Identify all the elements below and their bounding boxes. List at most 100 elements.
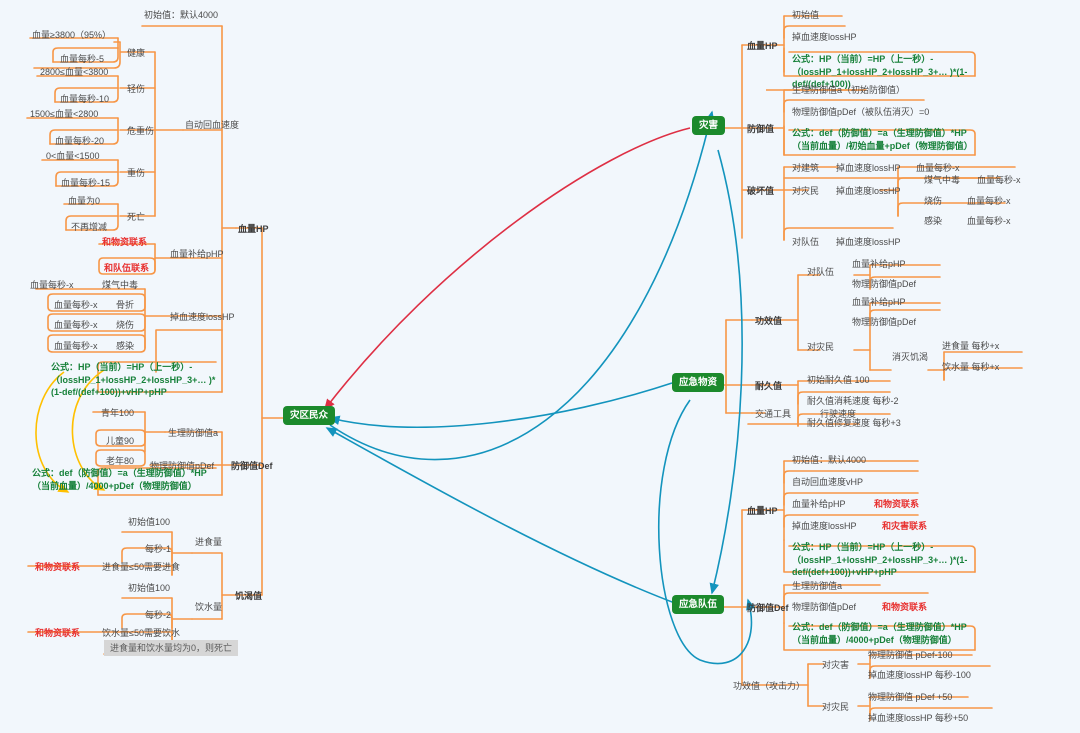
disaster-damage-sub-burn[interactable]: 烧伤 xyxy=(924,196,943,206)
team-hp-php[interactable]: 血量补给pHP xyxy=(792,499,846,509)
losshp-item-infection-rate[interactable]: 血量每秒-x xyxy=(54,341,98,351)
disaster-damage-building-rate[interactable]: 血量每秒-x xyxy=(916,163,960,173)
disaster-damage-sub-gas-rate[interactable]: 血量每秒-x xyxy=(977,175,1021,185)
disaster-damage-building-effect[interactable]: 掉血速度lossHP xyxy=(836,163,901,173)
team-hp-losshp[interactable]: 掉血速度lossHP xyxy=(792,521,857,531)
disaster-def-pdef[interactable]: 物理防御值pDef（被队伍消灭）=0 xyxy=(792,107,930,117)
hunger-water-link[interactable]: 和物资联系 xyxy=(35,628,81,638)
losshp-item-fracture[interactable]: 骨折 xyxy=(116,300,135,310)
def-age-youth[interactable]: 青年100 xyxy=(101,408,135,418)
team-power-disaster-pdef[interactable]: 物理防御值 pDef-100 xyxy=(868,650,953,660)
hp-regen-label[interactable]: 自动回血速度 xyxy=(185,120,240,130)
team-power-label[interactable]: 功效值（攻击力） xyxy=(733,681,806,691)
supplies-effect-victims-php[interactable]: 血量补给pHP xyxy=(852,297,906,307)
hp-state-light-cond[interactable]: 2800≤血量<3800 xyxy=(40,67,109,77)
hp-state-severe-rate[interactable]: 血量每秒-15 xyxy=(61,178,111,188)
supplies-hunger-food[interactable]: 进食量 每秒+x xyxy=(942,341,1000,351)
def-pdef-label[interactable]: 物理防御值pDef xyxy=(150,461,215,471)
disaster-def-formula[interactable]: 公式：def（防御值）=a（生理防御值）*HP（当前血量）/初始血量+pDef（… xyxy=(792,128,973,151)
disaster-damage-victims-effect[interactable]: 掉血速度lossHP xyxy=(836,186,901,196)
disaster-damage-team-effect[interactable]: 掉血速度lossHP xyxy=(836,237,901,247)
hp-state-severe[interactable]: 重伤 xyxy=(127,168,146,178)
disaster-damage-victims-target[interactable]: 对灾民 xyxy=(792,186,820,196)
supplies-hunger-water[interactable]: 饮水量 每秒+x xyxy=(942,362,1000,372)
left-branch-hunger-label[interactable]: 饥渴值 xyxy=(235,591,263,601)
team-power-disaster-target[interactable]: 对灾害 xyxy=(822,660,850,670)
supplies-vehicle-speed[interactable]: 行驶速度 xyxy=(820,409,857,419)
team-def-a[interactable]: 生理防御值a xyxy=(792,581,843,591)
supplies-effect-victims-pdef[interactable]: 物理防御值pDef xyxy=(852,317,917,327)
supplies-vehicle-label[interactable]: 交通工具 xyxy=(755,409,792,419)
supplies-hunger-label[interactable]: 消灭饥渴 xyxy=(892,352,929,362)
def-formula[interactable]: 公式：def（防御值）=a（生理防御值）*HP（当前血量）/4000+pDef（… xyxy=(32,468,207,491)
team-power-victims-losshp[interactable]: 掉血速度lossHP 每秒+50 xyxy=(868,713,969,723)
disaster-damage-sub-gas[interactable]: 煤气中毒 xyxy=(924,175,961,185)
supplies-durability-label[interactable]: 耐久值 xyxy=(755,381,783,391)
hp-initial-value[interactable]: 初始值：默认4000 xyxy=(144,10,219,20)
hunger-food-threshold[interactable]: 进食量≤50需要进食 xyxy=(102,562,180,572)
supplies-effect-team-pdef[interactable]: 物理防御值pDef xyxy=(852,279,917,289)
hunger-water-threshold[interactable]: 饮水量≤50需要饮水 xyxy=(102,628,180,638)
hp-state-healthy-rate[interactable]: 血量每秒-5 xyxy=(60,54,105,64)
hp-state-dead-cond[interactable]: 血量为0 xyxy=(68,196,101,206)
supplies-durability-consume[interactable]: 耐久值消耗速度 每秒-2 xyxy=(807,396,899,406)
hp-state-healthy[interactable]: 健康 xyxy=(127,48,146,58)
supplies-durability-repair[interactable]: 耐久值修复速度 每秒+3 xyxy=(807,418,901,428)
team-hp-php-link[interactable]: 和物资联系 xyxy=(874,499,920,509)
hp-php-label[interactable]: 血量补给pHP xyxy=(170,249,224,259)
losshp-item-fracture-rate[interactable]: 血量每秒-x xyxy=(54,300,98,310)
supplies-effect-victims-target[interactable]: 对灾民 xyxy=(807,342,835,352)
hp-state-dead-rate[interactable]: 不再增减 xyxy=(71,222,108,232)
team-power-victims-target[interactable]: 对灾民 xyxy=(822,702,850,712)
hp-state-critical-cond[interactable]: 1500≤血量<2800 xyxy=(30,109,99,119)
team-def-pdef[interactable]: 物理防御值pDef xyxy=(792,602,857,612)
hunger-water-initial[interactable]: 初始值100 xyxy=(128,583,171,593)
hunger-food-link[interactable]: 和物资联系 xyxy=(35,562,81,572)
disaster-damage-team-target[interactable]: 对队伍 xyxy=(792,237,820,247)
hp-state-healthy-cond[interactable]: 血量≥3800（95%） xyxy=(32,30,111,40)
hp-losshp-label[interactable]: 掉血速度lossHP xyxy=(170,312,235,322)
hp-state-dead[interactable]: 死亡 xyxy=(127,212,146,222)
supplies-effect-label[interactable]: 功效值 xyxy=(755,316,783,326)
hunger-food-label[interactable]: 进食量 xyxy=(195,537,223,547)
losshp-item-gas-rate[interactable]: 血量每秒-x xyxy=(30,280,74,290)
team-hp-losshp-link[interactable]: 和灾害联系 xyxy=(882,521,928,531)
disaster-damage-sub-burn-rate[interactable]: 血量每秒-x xyxy=(967,196,1011,206)
root-node-team[interactable]: 应急队伍 xyxy=(672,595,725,614)
center-node-victims[interactable]: 灾区民众 xyxy=(283,406,336,425)
losshp-item-gas[interactable]: 煤气中毒 xyxy=(102,280,139,290)
left-branch-hp-label[interactable]: 血量HP xyxy=(238,224,269,234)
team-power-victims-pdef[interactable]: 物理防御值 pDef +50 xyxy=(868,692,953,702)
disaster-damage-sub-infection[interactable]: 感染 xyxy=(924,216,943,226)
hp-state-critical[interactable]: 危重伤 xyxy=(127,126,155,136)
def-age-child[interactable]: 儿童90 xyxy=(106,436,135,446)
hp-formula[interactable]: 公式：HP（当前）=HP（上一秒）-（lossHP_1+lossHP_2+los… xyxy=(51,362,216,397)
hp-state-light[interactable]: 轻伤 xyxy=(127,84,146,94)
team-power-disaster-losshp[interactable]: 掉血速度lossHP 每秒-100 xyxy=(868,670,971,680)
root-node-disaster[interactable]: 灾害 xyxy=(692,116,726,135)
disaster-def-label[interactable]: 防御值 xyxy=(747,124,775,134)
disaster-damage-label[interactable]: 破坏值 xyxy=(747,186,775,196)
disaster-damage-sub-infection-rate[interactable]: 血量每秒-x xyxy=(967,216,1011,226)
team-def-label[interactable]: 防御值Def xyxy=(747,603,789,613)
supplies-durability-initial[interactable]: 初始耐久值 100 xyxy=(807,375,870,385)
def-age-elder[interactable]: 老年80 xyxy=(106,456,135,466)
team-hp-vhp[interactable]: 自动回血速度vHP xyxy=(792,477,864,487)
team-hp-formula[interactable]: 公式：HP（当前）=HP（上一秒）-（lossHP_1+lossHP_2+los… xyxy=(792,542,968,577)
left-branch-def-label[interactable]: 防御值Def xyxy=(231,461,273,471)
hunger-water-label[interactable]: 饮水量 xyxy=(195,602,223,612)
hunger-death-note[interactable]: 进食量和饮水量均为0，则死亡 xyxy=(104,640,239,656)
root-node-supplies[interactable]: 应急物资 xyxy=(672,373,725,392)
disaster-hp-label[interactable]: 血量HP xyxy=(747,41,778,51)
losshp-item-burn[interactable]: 烧伤 xyxy=(116,320,135,330)
hunger-food-rate[interactable]: 每秒-1 xyxy=(145,544,172,554)
supplies-effect-team-target[interactable]: 对队伍 xyxy=(807,267,835,277)
team-def-formula[interactable]: 公式：def（防御值）=a（生理防御值）*HP（当前血量）/4000+pDef（… xyxy=(792,622,967,645)
losshp-item-burn-rate[interactable]: 血量每秒-x xyxy=(54,320,98,330)
hunger-water-rate[interactable]: 每秒-2 xyxy=(145,610,172,620)
disaster-hp-initial[interactable]: 初始值 xyxy=(792,10,820,20)
supplies-effect-team-php[interactable]: 血量补给pHP xyxy=(852,259,906,269)
disaster-damage-building-target[interactable]: 对建筑 xyxy=(792,163,820,173)
disaster-hp-formula[interactable]: 公式：HP（当前）=HP（上一秒）-（lossHP_1+lossHP_2+los… xyxy=(792,54,968,89)
team-hp-initial[interactable]: 初始值：默认4000 xyxy=(792,455,867,465)
